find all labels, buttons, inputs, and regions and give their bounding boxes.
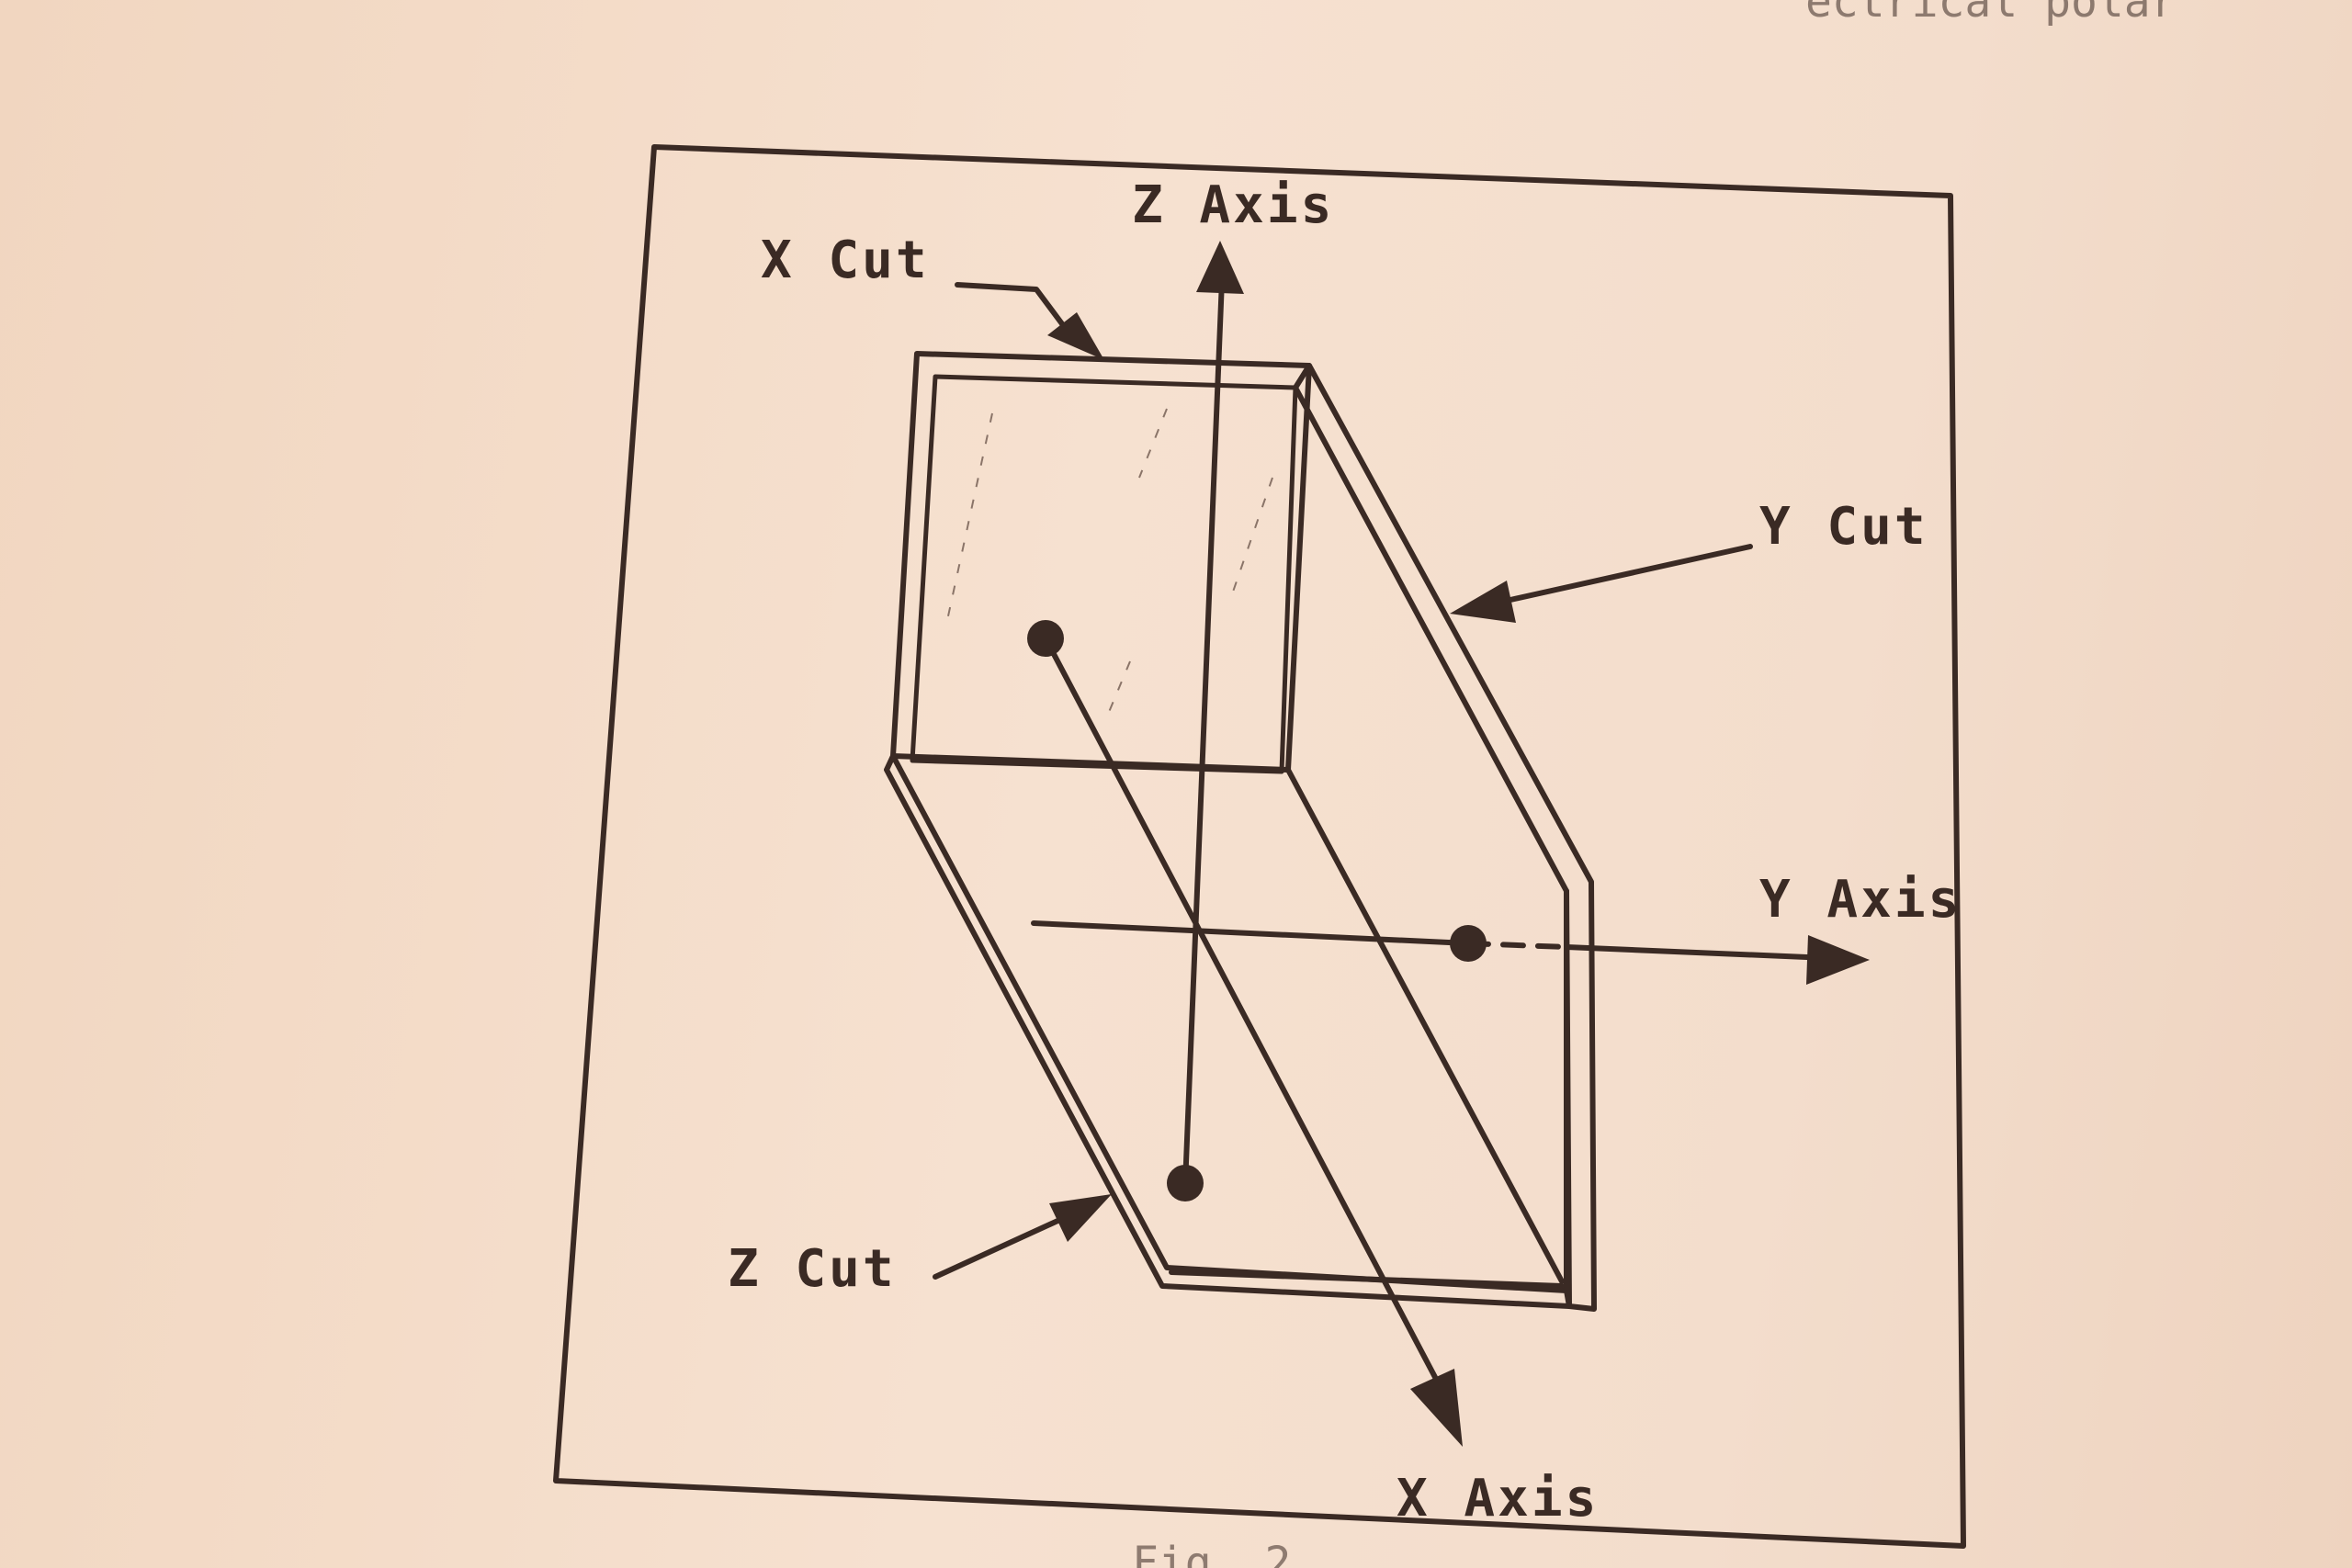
x-cut-pointer <box>955 282 1104 360</box>
z-cut-arrowhead <box>1049 1194 1112 1242</box>
crystal-block <box>884 351 1597 1312</box>
z-axis-arrowhead <box>1196 241 1244 294</box>
x-cut-arrowhead <box>1047 312 1104 360</box>
x-axis-origin-dot <box>1027 620 1064 657</box>
z-cut-pointer <box>933 1194 1112 1280</box>
x-axis <box>1027 620 1463 1447</box>
figure-frame <box>553 144 1966 1549</box>
y-axis <box>1031 920 1870 985</box>
glass-sheen-marks <box>945 408 1273 717</box>
x-cut-face-outer <box>890 351 1312 773</box>
x-axis-arrowhead <box>1410 1369 1463 1447</box>
x-cut-face-inner <box>910 374 1298 774</box>
figure-caption-fragment: Fig. 2 <box>1132 1538 1291 1568</box>
y-axis-arrowhead <box>1806 935 1870 985</box>
x-axis-label: X Axis <box>1396 1469 1599 1529</box>
y-cut-pointer <box>1450 544 1753 623</box>
z-axis-label: Z Axis <box>1132 175 1334 235</box>
y-cut-arrowhead <box>1450 581 1516 623</box>
z-axis-origin-dot <box>1167 1165 1204 1201</box>
y-axis-origin-dot <box>1450 925 1487 962</box>
y-cut-slab <box>1293 363 1597 1312</box>
z-cut-slab <box>884 753 1572 1309</box>
y-cut-label: Y Cut <box>1759 497 1928 557</box>
diagonal-edge <box>1285 767 1565 1284</box>
z-axis-line <box>1182 277 1225 1188</box>
y-axis-line <box>1031 920 1471 946</box>
x-cut-label: X Cut <box>761 231 930 290</box>
y-axis-label: Y Axis <box>1759 870 1962 930</box>
z-cut-label: Z Cut <box>728 1239 897 1299</box>
x-axis-line <box>1043 636 1441 1385</box>
z-axis <box>1167 241 1244 1201</box>
header-fragment: ectrical polar <box>1805 0 2177 28</box>
